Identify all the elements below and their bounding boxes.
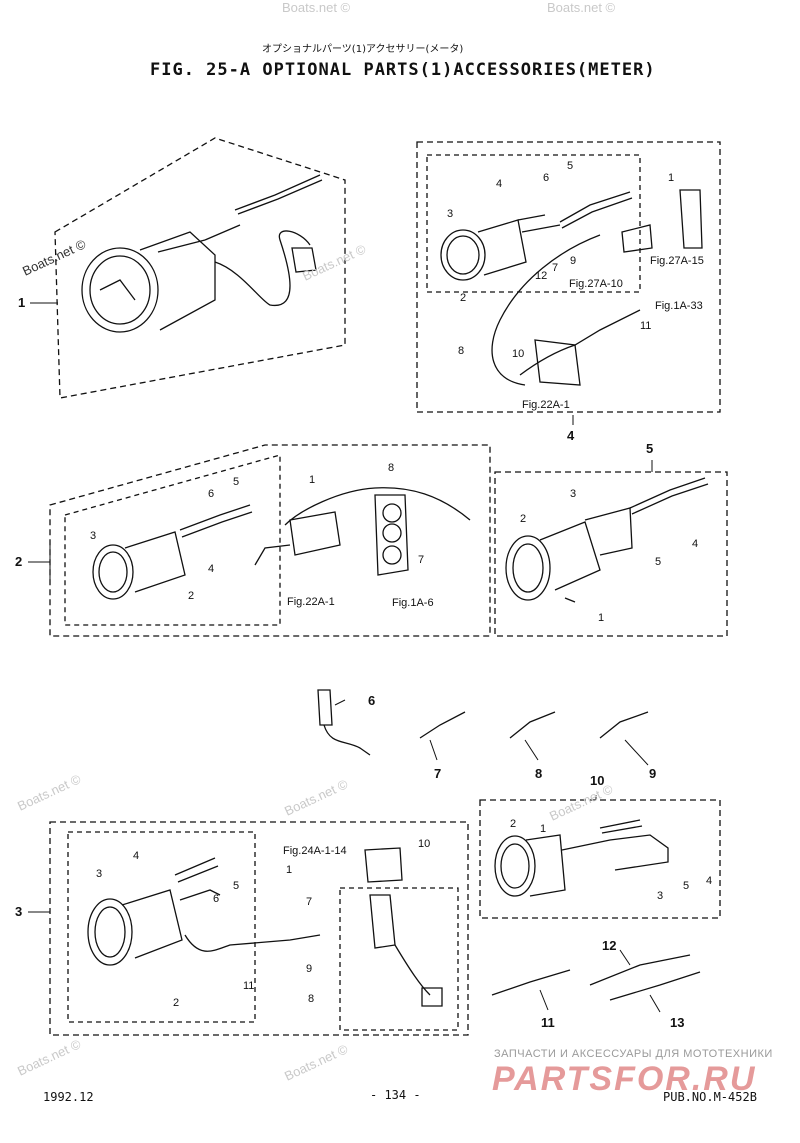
callout-g3-3: 3 <box>96 868 103 880</box>
group-label-3: 3 <box>15 904 23 919</box>
callout-g2-7: 7 <box>418 554 425 566</box>
callout-g3-9: 9 <box>306 963 313 975</box>
callout-g4-8: 8 <box>458 345 465 357</box>
group4-frame <box>416 141 721 413</box>
callout-g2-5: 5 <box>233 476 240 488</box>
callout-g2-2: 2 <box>188 590 195 602</box>
ref-fig1a6[interactable]: Fig.1A-6 <box>392 597 434 609</box>
harness-items-drawing <box>491 954 701 1001</box>
callout-g5-5: 5 <box>655 556 662 568</box>
group-label-13: 13 <box>670 1015 685 1030</box>
title-subtitle-jp: オプショナルパーツ(1)アクセサリー(メータ) <box>262 44 464 55</box>
footer-date: 1992.12 <box>43 1090 94 1104</box>
group1-meter-drawing <box>81 174 323 333</box>
brand-tagline: ЗАПЧАСТИ И АКСЕССУАРЫ ДЛЯ МОТОТЕХНИКИ <box>494 1048 773 1060</box>
callout-g3-8: 8 <box>308 993 315 1005</box>
callout-g5-2: 2 <box>520 513 527 525</box>
group10-frame <box>479 799 721 919</box>
callout-g4-6: 6 <box>543 172 550 184</box>
callout-g5-1: 1 <box>598 612 605 624</box>
group1-frame <box>54 137 346 399</box>
group2-meter-drawing <box>92 487 471 600</box>
callout-g2-1: 1 <box>309 474 316 486</box>
callout-g3-2: 2 <box>173 997 180 1009</box>
group3-sensor-frame <box>339 887 459 1031</box>
callout-g4-1: 1 <box>668 172 675 184</box>
callout-g10-5: 5 <box>683 880 690 892</box>
callout-g4-4: 4 <box>496 178 503 190</box>
group-label-12: 12 <box>602 938 617 953</box>
callout-g4-2: 2 <box>460 292 467 304</box>
callout-g3-5: 5 <box>233 880 240 892</box>
ref-fig24a114[interactable]: Fig.24A-1-14 <box>283 845 347 857</box>
group3-meter-drawing <box>87 847 443 1007</box>
callout-g10-1: 1 <box>540 823 547 835</box>
group-leader-lines <box>28 302 661 1013</box>
group-label-5: 5 <box>646 441 654 456</box>
group-label-10: 10 <box>590 773 605 788</box>
footer-page-number: - 134 - <box>370 1088 421 1102</box>
group-label-9: 9 <box>649 766 657 781</box>
callout-g3-10: 10 <box>418 838 431 850</box>
callout-g2-4: 4 <box>208 563 215 575</box>
group-label-2: 2 <box>15 554 23 569</box>
ref-fig27a15[interactable]: Fig.27A-15 <box>650 255 704 267</box>
watermark: Boats.net © <box>282 0 351 15</box>
callout-g10-3: 3 <box>657 890 664 902</box>
footer-pub-number: PUB.NO.M-452B <box>663 1090 757 1104</box>
group2-inner-frame <box>64 454 281 626</box>
callout-g5-3: 3 <box>570 488 577 500</box>
callout-g2-8: 8 <box>388 462 395 474</box>
callout-g4-11: 11 <box>640 320 652 332</box>
group4-meter-drawing <box>440 189 703 386</box>
group3-inner-frame <box>67 831 256 1023</box>
brand-logo: PARTSFOR.RU <box>492 1060 757 1098</box>
group4-inner-frame <box>426 154 641 293</box>
callout-g3-11: 11 <box>243 980 255 992</box>
callout-g3-6: 6 <box>213 893 220 905</box>
callout-g2-3: 3 <box>90 530 97 542</box>
callout-g3-7: 7 <box>306 896 313 908</box>
page-title: FIG. 25-A OPTIONAL PARTS(1)ACCESSORIES(M… <box>150 60 656 80</box>
group10-meter-drawing <box>494 819 669 897</box>
callout-g10-4: 4 <box>706 875 713 887</box>
callout-g4-12: 12 <box>535 270 548 282</box>
callout-g3-4: 4 <box>133 850 140 862</box>
callout-g5-4: 4 <box>692 538 699 550</box>
ref-fig22a1-mid[interactable]: Fig.22A-1 <box>287 596 335 608</box>
group5-frame <box>494 471 728 637</box>
group-label-4: 4 <box>567 428 575 443</box>
callout-g10-2: 2 <box>510 818 517 830</box>
group2-frame <box>49 444 491 637</box>
group-label-11: 11 <box>541 1015 555 1030</box>
group5-meter-drawing <box>505 477 709 603</box>
group-label-7: 7 <box>434 766 442 781</box>
ref-fig27a10[interactable]: Fig.27A-10 <box>569 278 623 290</box>
callout-g2-6: 6 <box>208 488 215 500</box>
group-label-6: 6 <box>368 693 376 708</box>
group3-frame <box>49 821 469 1036</box>
loose-items-drawing <box>317 689 649 756</box>
callout-g4-9: 9 <box>570 255 577 267</box>
ref-fig22a1-top[interactable]: Fig.22A-1 <box>522 399 570 411</box>
ref-fig1a33[interactable]: Fig.1A-33 <box>655 300 703 312</box>
callout-g4-3: 3 <box>447 208 454 220</box>
callout-g4-10: 10 <box>512 348 525 360</box>
watermark: Boats.net © <box>547 0 616 15</box>
group-label-1: 1 <box>18 295 26 310</box>
callout-g3-1: 1 <box>286 864 293 876</box>
group-label-8: 8 <box>535 766 543 781</box>
callout-g4-7: 7 <box>552 262 559 274</box>
callout-g4-5: 5 <box>567 160 574 172</box>
